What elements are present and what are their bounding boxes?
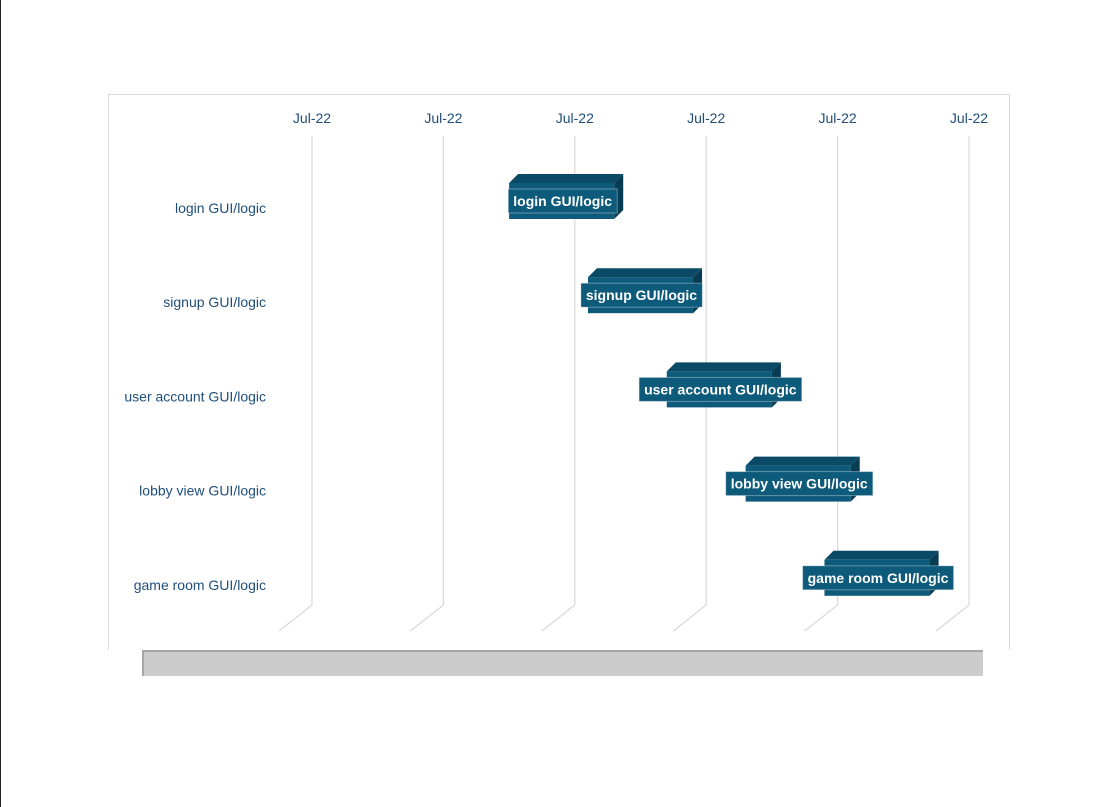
bar-label-box: [725, 471, 874, 497]
gridline: [410, 136, 444, 632]
category-label: user account GUI/logic: [124, 388, 266, 404]
gridline: [541, 136, 576, 632]
bar-data-label: lobby view GUI/logic: [731, 476, 868, 492]
category-labels: login GUI/logic signup GUI/logic user acco…: [124, 200, 266, 593]
chart-area: [108, 94, 1010, 650]
task-bar[interactable]: lobby view GUI/logic: [725, 456, 874, 502]
axis-tick-labels: Jul-22 Jul-22 Jul-22 Jul-22 Jul-22 Jul-22: [293, 110, 988, 126]
bar-data-label: user account GUI/logic: [644, 381, 797, 397]
gridline: [804, 136, 839, 632]
bar-label-box: [580, 282, 703, 308]
bar-top-face: [587, 268, 703, 278]
task-bars: login GUI/logic signup GUI/logic user acco…: [507, 174, 955, 596]
bar-top-face: [824, 550, 939, 560]
bar-top-face: [509, 174, 624, 183]
bar-data-label: signup GUI/logic: [586, 287, 697, 303]
bar-label-box: [802, 565, 955, 591]
task-bar[interactable]: signup GUI/logic: [580, 268, 703, 314]
x-tick-label: Jul-22: [687, 110, 725, 126]
gridline: [278, 136, 313, 632]
gridline: [935, 136, 970, 632]
category-label: login GUI/logic: [175, 200, 266, 216]
bar-label-box: [638, 376, 803, 402]
page-edge: [0, 0, 1, 807]
bar-label-box: [507, 188, 618, 214]
bar-data-label: login GUI/logic: [513, 193, 612, 209]
x-tick-label: Jul-22: [293, 110, 331, 126]
x-tick-label: Jul-22: [424, 110, 462, 126]
x-tick-label: Jul-22: [556, 110, 594, 126]
gridline: [672, 136, 707, 632]
task-bar[interactable]: login GUI/logic: [507, 174, 624, 219]
task-bar[interactable]: game room GUI/logic: [802, 550, 955, 596]
bar-top-face: [745, 456, 860, 466]
bar-top-face: [666, 362, 781, 372]
gridlines: [278, 136, 970, 632]
category-label: lobby view GUI/logic: [139, 483, 266, 499]
chart-scroll-strip[interactable]: [142, 650, 983, 676]
category-label: game room GUI/logic: [134, 577, 266, 593]
x-tick-label: Jul-22: [819, 110, 857, 126]
task-bar[interactable]: user account GUI/logic: [638, 362, 803, 408]
bar-data-label: game room GUI/logic: [808, 570, 949, 586]
x-tick-label: Jul-22: [950, 110, 988, 126]
category-label: signup GUI/logic: [163, 294, 266, 310]
